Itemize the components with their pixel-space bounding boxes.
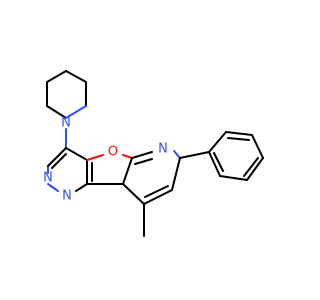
molecule-canvas: N N N N O bbox=[43, 70, 264, 237]
bond bbox=[219, 175, 248, 181]
bond bbox=[86, 154, 104, 161]
nitrogen-atom-pyrimidine: N bbox=[62, 189, 72, 204]
bond bbox=[131, 151, 153, 159]
nitrogen-atom-pyridine: N bbox=[158, 142, 168, 157]
bond bbox=[143, 189, 173, 205]
bond bbox=[65, 147, 88, 161]
pyridine-ring bbox=[122, 150, 181, 205]
bond bbox=[208, 131, 227, 153]
nitrogen-atom-piperidine: N bbox=[61, 116, 71, 131]
pyrimidine-ring bbox=[47, 147, 93, 192]
bond bbox=[51, 153, 67, 169]
bond bbox=[173, 150, 181, 159]
bond bbox=[75, 183, 88, 192]
bond bbox=[134, 158, 153, 165]
bond bbox=[47, 183, 59, 192]
bond bbox=[122, 154, 133, 159]
nitrogen-atom-pyrimidine: N bbox=[43, 171, 53, 186]
phenyl-ring bbox=[208, 131, 264, 181]
molecule-diagram: N N N N O bbox=[43, 70, 264, 237]
piperidine-ring bbox=[46, 70, 87, 119]
bond bbox=[213, 152, 224, 172]
bond bbox=[251, 134, 264, 159]
bond bbox=[46, 105, 67, 119]
bond bbox=[47, 147, 67, 167]
bond bbox=[65, 70, 87, 83]
bond bbox=[122, 183, 145, 205]
bond bbox=[208, 151, 221, 177]
bond bbox=[144, 185, 169, 198]
bond bbox=[179, 151, 210, 159]
bond bbox=[171, 157, 181, 191]
bond bbox=[46, 70, 67, 83]
bond bbox=[246, 157, 264, 181]
bond bbox=[122, 157, 133, 185]
bond bbox=[243, 157, 259, 177]
bond bbox=[227, 137, 250, 141]
oxygen-atom-furan: O bbox=[108, 145, 118, 160]
bond bbox=[65, 105, 87, 119]
bond bbox=[225, 131, 253, 136]
furan-ring bbox=[86, 154, 133, 185]
